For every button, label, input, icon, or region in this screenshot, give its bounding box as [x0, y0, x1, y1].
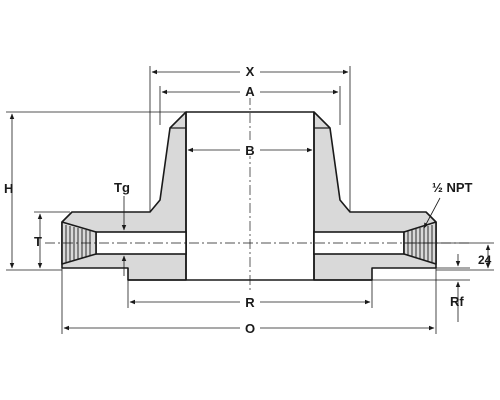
label-h: H [4, 181, 13, 196]
leader-npt [423, 197, 441, 229]
label-t: T [34, 234, 42, 249]
label-r: R [245, 295, 255, 310]
label-24: 24 [478, 253, 492, 267]
label-o: O [245, 321, 255, 336]
npt-thread-left [61, 221, 97, 265]
thread-lines-left [65, 225, 91, 262]
label-tg: Tg [114, 180, 130, 195]
label-rf: Rf [450, 294, 464, 309]
thread-lines-right [407, 225, 433, 262]
label-b: B [245, 143, 254, 158]
label-half-npt: ½ NPT [432, 180, 473, 195]
label-a: A [245, 84, 255, 99]
label-x: X [246, 64, 255, 79]
